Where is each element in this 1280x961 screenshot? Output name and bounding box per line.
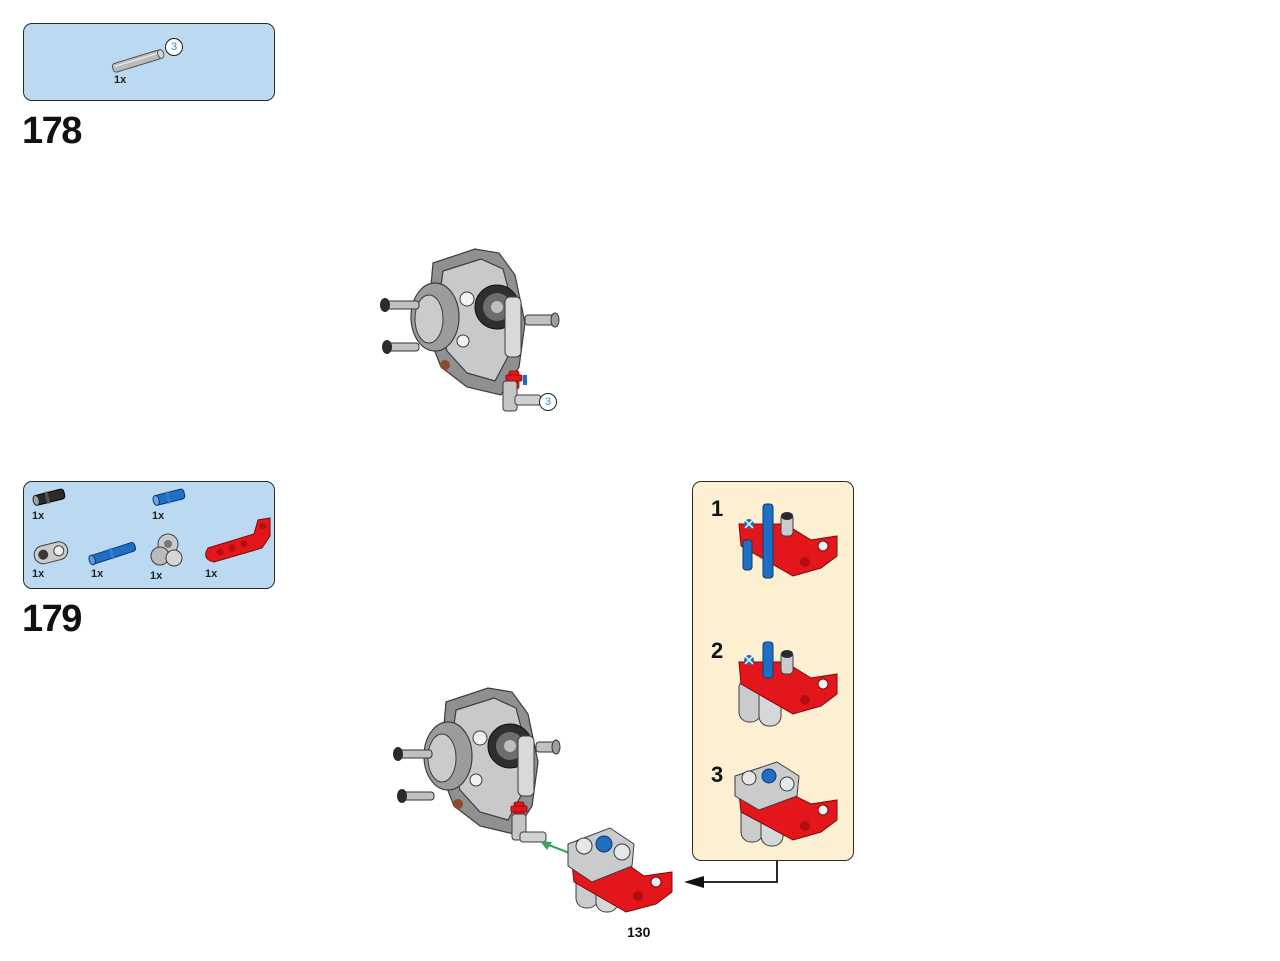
substep-2-illustration	[738, 641, 838, 727]
parts-list-step-179: 1x 1x 1x 1x 1x	[23, 481, 275, 589]
page-number: 130	[627, 924, 651, 940]
step-number-178: 178	[22, 110, 82, 152]
part-quantity: 1x	[32, 568, 45, 580]
grey-double-connector-part	[150, 533, 183, 567]
step-number-179: 179	[22, 598, 82, 640]
substep-number-1: 1	[711, 496, 724, 521]
callout-arrow	[684, 860, 778, 888]
blue-axle-pin-part	[88, 542, 137, 566]
substep-number-2: 2	[711, 638, 724, 663]
subassembly-attached	[567, 827, 673, 913]
substep-1-illustration	[738, 503, 838, 579]
part-quantity: 1x	[152, 510, 165, 522]
subassembly-callout: 1 2 3	[692, 481, 854, 861]
gearbox-assembly-step-179	[393, 687, 561, 843]
substep-number-3: 3	[711, 762, 724, 787]
black-pin-part	[32, 488, 66, 506]
parts-list-step-178: 3 1x	[23, 23, 275, 101]
blue-pin-part	[152, 488, 186, 506]
part-quantity: 1x	[114, 74, 127, 86]
red-l-beam-part	[205, 517, 271, 563]
substep-3-illustration	[734, 761, 838, 847]
grey-connector-part	[33, 541, 69, 565]
axle-length-callout: 3	[539, 393, 557, 411]
part-quantity: 1x	[150, 570, 163, 582]
axle-length-badge: 3	[165, 38, 183, 56]
gearbox-assembly-step-178	[380, 248, 560, 412]
part-quantity: 1x	[32, 510, 45, 522]
grey-axle-part	[111, 49, 165, 73]
part-quantity: 1x	[205, 568, 218, 580]
part-quantity: 1x	[91, 568, 104, 580]
